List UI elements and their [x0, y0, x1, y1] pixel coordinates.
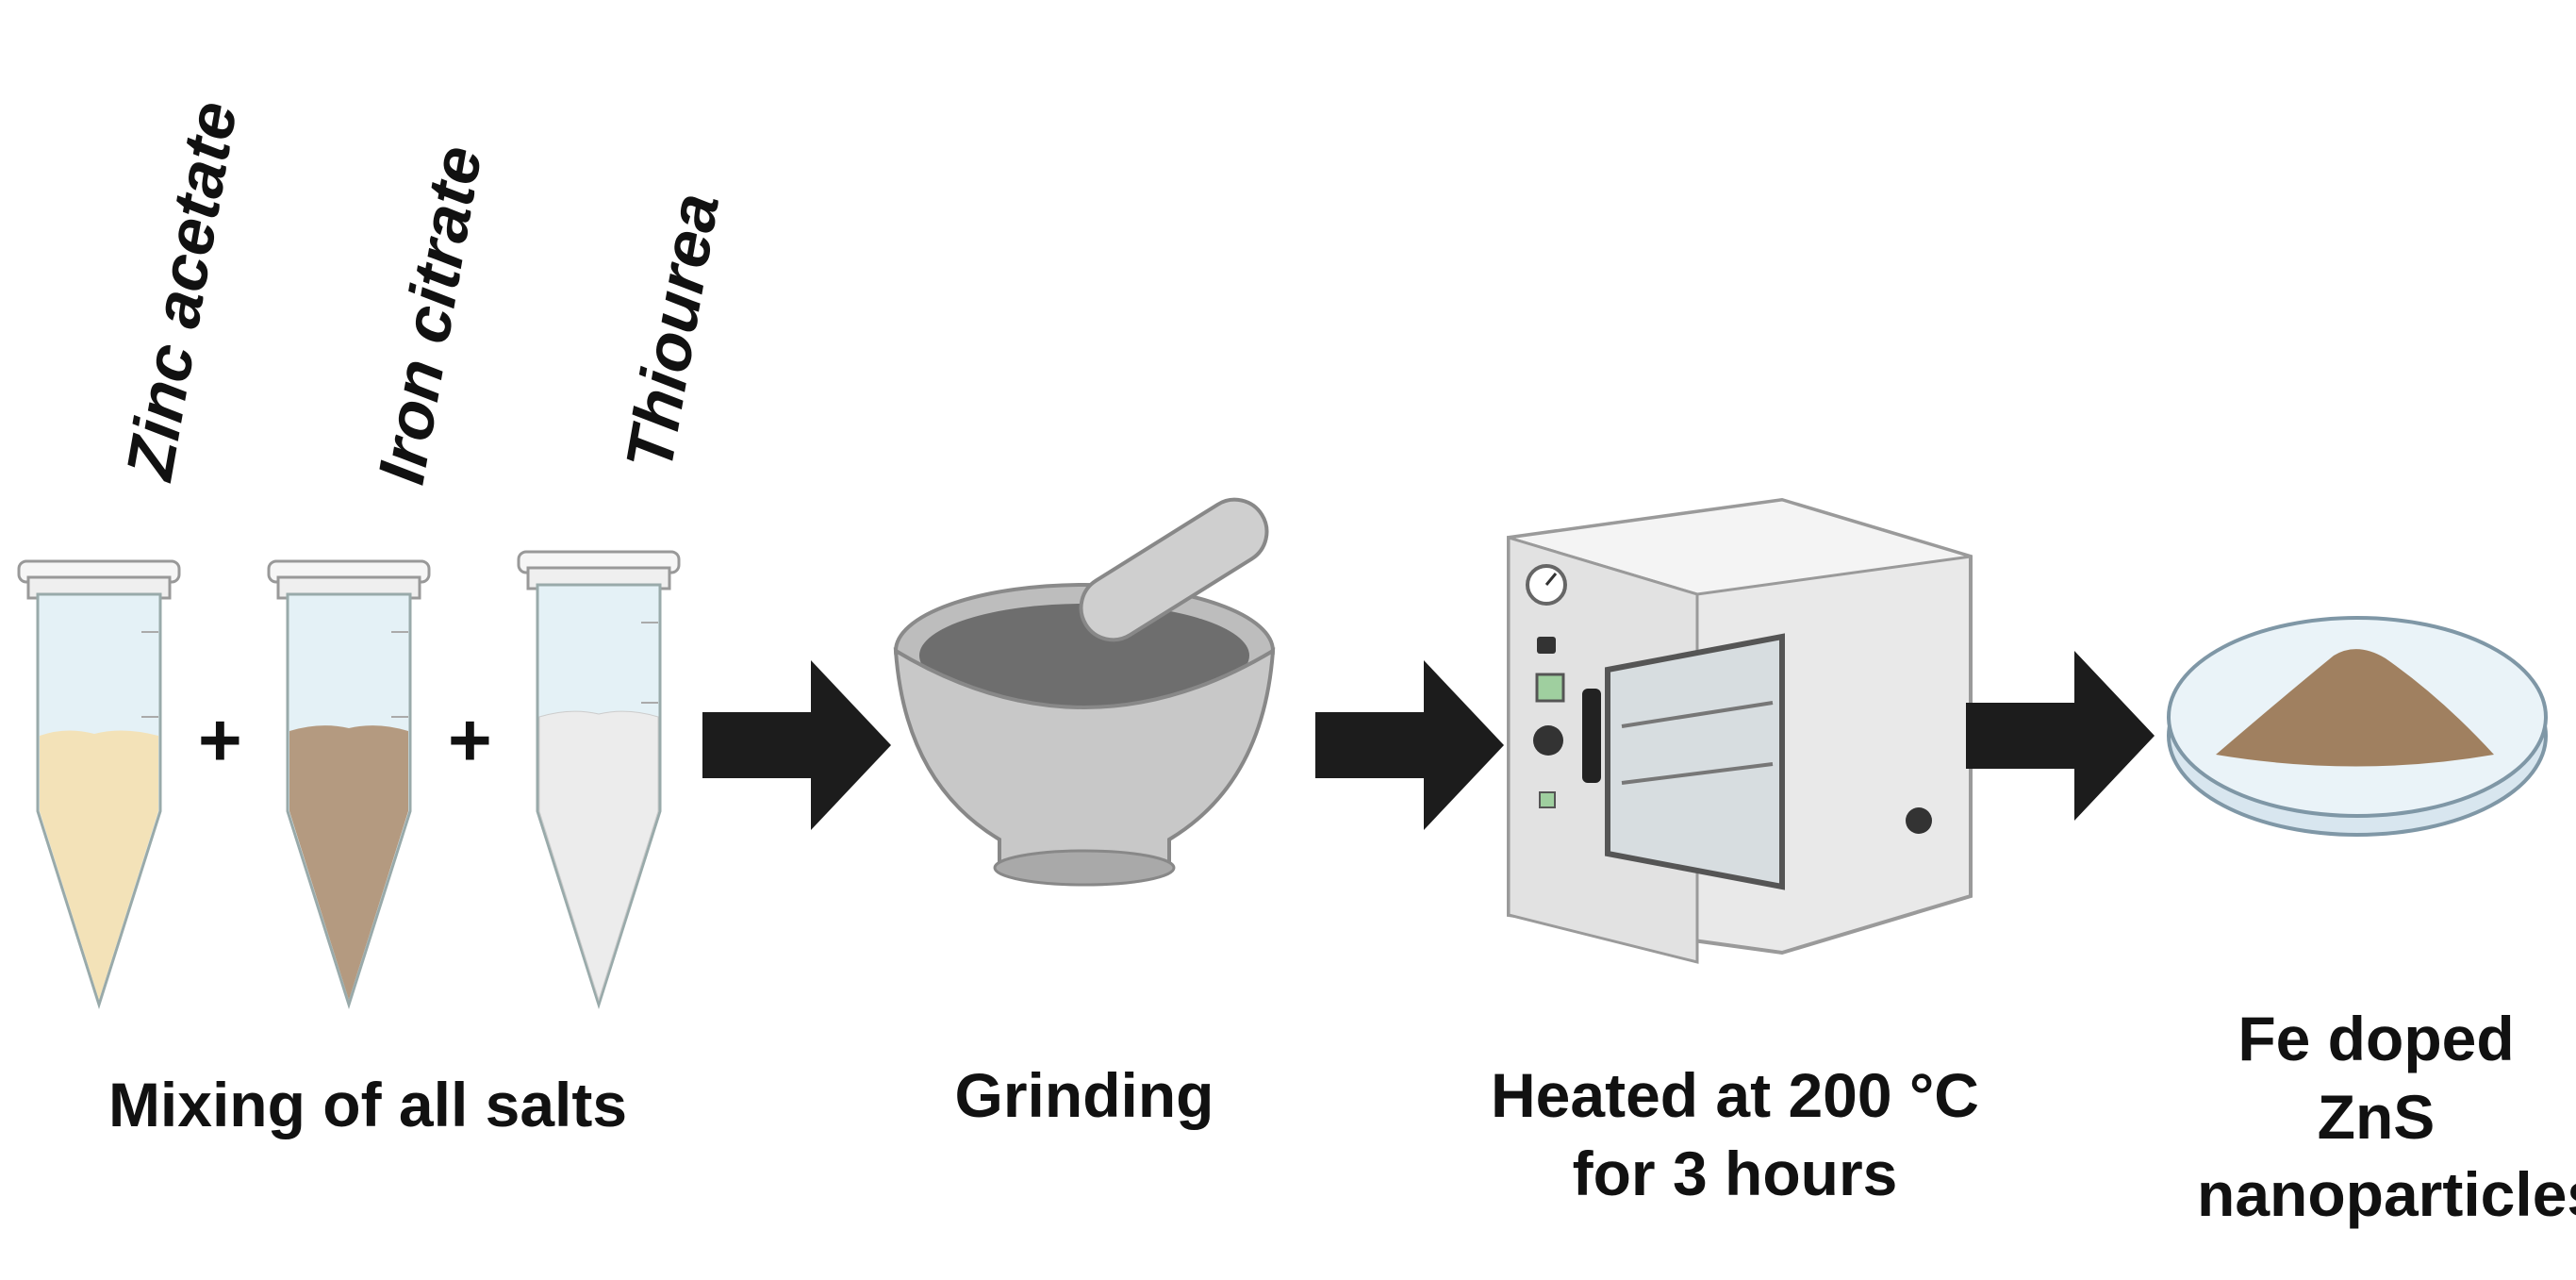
- arrow-right-icon: [1315, 660, 1504, 830]
- plus-sign-1: +: [198, 698, 242, 782]
- control-knob-icon: [1533, 725, 1563, 756]
- oven-door-window: [1605, 633, 1785, 890]
- display-panel-icon: [1535, 673, 1565, 703]
- thiourea-powder: [538, 710, 659, 1002]
- grinding-caption: Grinding: [954, 1060, 1214, 1130]
- heating-caption: Heated at 200 °C for 3 hours: [1490, 1056, 1980, 1212]
- petri-dish-icon: [2167, 616, 2548, 837]
- heating-caption-line-2: for 3 hours: [1572, 1138, 1898, 1208]
- mortar-and-pestle-icon: [893, 497, 1276, 887]
- zinc-acetate-powder: [40, 730, 158, 1000]
- arrow-right-icon: [702, 660, 891, 830]
- plus-sign-2: +: [448, 698, 492, 782]
- iron-citrate-tube-icon: [267, 559, 431, 1009]
- product-powder: [2216, 649, 2494, 767]
- reagent-tubes: [17, 550, 681, 1009]
- heating-caption-line-1: Heated at 200 °C: [1491, 1060, 1979, 1130]
- thiourea-tube-icon: [517, 550, 681, 1009]
- product-caption-line-1: Fe doped: [2237, 1004, 2515, 1073]
- oven-handle: [1582, 689, 1601, 783]
- product-caption-line-3: nanoparticles: [2197, 1159, 2576, 1229]
- mixing-caption: Mixing of all salts: [107, 1070, 628, 1139]
- iron-citrate-powder: [289, 725, 408, 1000]
- zinc-acetate-tube-icon: [17, 559, 181, 1009]
- product-caption: Fe doped ZnS nanoparticles: [2197, 1000, 2576, 1234]
- product-caption-line-2: ZnS: [2317, 1081, 2436, 1152]
- arrow-right-icon: [1966, 651, 2155, 821]
- oven-icon: [1507, 497, 1973, 964]
